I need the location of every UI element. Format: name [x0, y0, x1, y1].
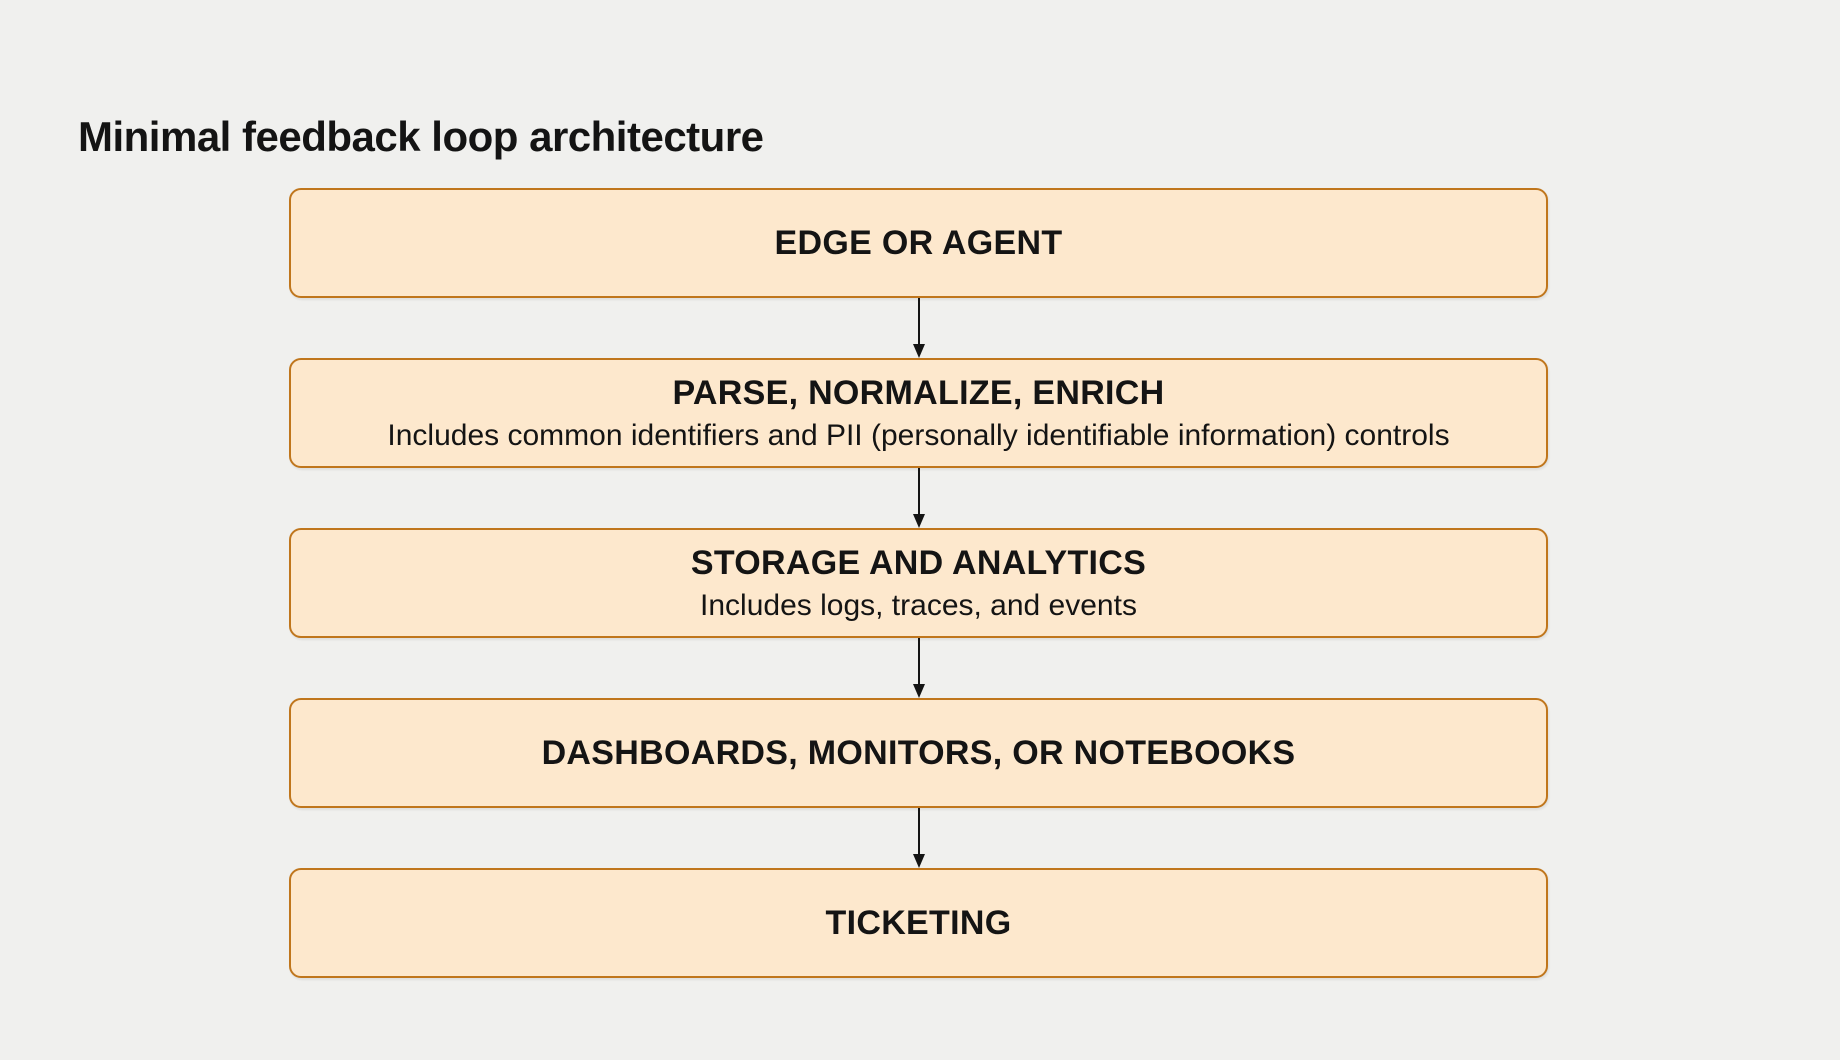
arrow-line	[917, 468, 920, 515]
arrow-head-icon	[912, 344, 925, 358]
flow-node-storage-and-analytics: STORAGE AND ANALYTICS Includes logs, tra…	[289, 528, 1548, 638]
arrow-head-icon	[912, 854, 925, 868]
node-sublabel: Includes common identifiers and PII (per…	[387, 418, 1450, 452]
arrow-head-icon	[912, 514, 925, 528]
flow-node-ticketing: TICKETING	[289, 868, 1548, 978]
arrow-line	[917, 808, 920, 855]
flow-arrow	[289, 468, 1548, 528]
arrow-line	[917, 298, 920, 345]
flow-node-dashboards-monitors-notebooks: DASHBOARDS, MONITORS, OR NOTEBOOKS	[289, 698, 1548, 808]
page-title: Minimal feedback loop architecture	[78, 113, 764, 161]
flow-node-parse-normalize-enrich: PARSE, NORMALIZE, ENRICH Includes common…	[289, 358, 1548, 468]
node-label: TICKETING	[825, 904, 1012, 942]
flow-node-edge-or-agent: EDGE OR AGENT	[289, 188, 1548, 298]
node-label: PARSE, NORMALIZE, ENRICH	[672, 373, 1165, 412]
feedback-loop-diagram: EDGE OR AGENT PARSE, NORMALIZE, ENRICH I…	[289, 188, 1548, 978]
node-label: DASHBOARDS, MONITORS, OR NOTEBOOKS	[541, 734, 1296, 772]
node-sublabel: Includes logs, traces, and events	[700, 588, 1137, 622]
node-label: EDGE OR AGENT	[774, 224, 1063, 262]
arrow-line	[917, 638, 920, 685]
flow-arrow	[289, 808, 1548, 868]
flow-arrow	[289, 638, 1548, 698]
node-label: STORAGE AND ANALYTICS	[690, 543, 1147, 582]
flow-arrow	[289, 298, 1548, 358]
arrow-head-icon	[912, 684, 925, 698]
